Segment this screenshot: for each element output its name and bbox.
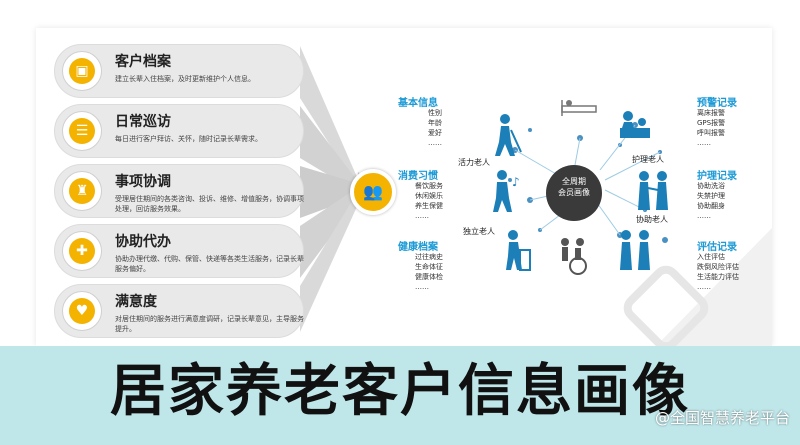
assisted-walking-figure [620,230,650,270]
caregiver-support-figure [638,171,668,210]
list-item: 跌倒风险评估 [697,263,739,271]
nursing-elder-figure [620,111,650,138]
card-description: 协助办理代缴、代购、保管、快递等各类生活服务，记录长辈服务偏好。 [115,255,304,273]
list-item: 呼叫报警 [697,129,725,137]
list-item: 入住评估 [697,253,725,261]
list-item: 失禁护理 [697,192,725,200]
group-items-basic-info: 性别 年龄 爱好 …… [428,108,442,148]
card-customer-profile: ▣ 客户档案 建立长辈入住档案，及时更新维护个人信息。 [54,44,304,98]
patrol-icon: ☰ [69,118,95,144]
label-assist-elder: 协助老人 [636,215,668,224]
bed-icon [561,100,597,116]
label-active-elder: 活力老人 [458,158,490,167]
heart-home-icon: ♥ [69,298,95,324]
list-item: GPS报警 [697,119,726,127]
list-item: 离床报警 [697,109,725,117]
label-independent-elder: 独立老人 [463,227,495,236]
card-title: 事项协调 [115,174,171,190]
list-item: 爱好 [428,129,442,137]
list-item: …… [415,212,429,220]
group-title-basic-info: 基本信息 [398,98,438,109]
card-description: 受理居住期间的各类咨询、投诉、维修、增值服务，协调事项处理，回访服务效果。 [115,195,304,213]
card-description: 建立长辈入住档案，及时更新维护个人信息。 [115,75,255,83]
list-item: 生活能力评估 [697,273,739,281]
decorative-background [623,228,772,346]
center-line-2: 会员画像 [558,188,590,197]
independent-elder-figure: ♪ [493,170,520,212]
list-item: 性别 [428,109,442,117]
group-title-health-record: 健康档案 [398,242,438,253]
list-item: 餐饮服务 [415,182,443,190]
list-item: 休闲娱乐 [415,192,443,200]
list-item: 年龄 [428,119,442,127]
card-errand-assist: ✚ 协助代办 协助办理代缴、代购、保管、快递等各类生活服务，记录长辈服务偏好。 [54,224,304,278]
card-daily-patrol: ☰ 日常巡访 每日进行客户拜访、关怀，随时记录长辈需求。 [54,104,304,158]
group-title-alert-record: 预警记录 [697,98,737,109]
list-item: 健康体检 [415,273,443,281]
walker-elder-figure [506,230,531,271]
group-title-consumption: 消费习惯 [398,171,438,182]
group-items-health-record: 过往病史 生命体征 健康体检 …… [415,252,443,292]
card-coordination: ♜ 事项协调 受理居住期间的各类咨询、投诉、维修、增值服务，协调事项处理，回访服… [54,164,304,218]
list-item: 养生保健 [415,202,443,210]
card-title: 日常巡访 [115,114,171,130]
profile-icon: ▣ [69,58,95,84]
wheelchair-figure [561,238,587,275]
watermark: @全国智慧养老平台 [654,409,790,427]
list-item: …… [697,139,711,147]
group-items-alert-record: 离床报警 GPS报警 呼叫报警 …… [697,108,725,148]
center-member-portrait: 全周期 会员画像 [546,165,602,221]
list-item: …… [428,139,442,147]
title-band [0,346,800,445]
card-title: 客户档案 [115,54,171,70]
group-items-care-record: 协助洗浴 失禁护理 协助翻身 …… [697,181,725,221]
list-item: …… [415,283,429,291]
list-item: …… [697,212,711,220]
card-description: 每日进行客户拜访、关怀，随时记录长辈需求。 [115,135,262,143]
list-item: 协助洗浴 [697,182,725,190]
list-item: …… [697,283,711,291]
list-item: 协助翻身 [697,202,725,210]
group-items-assessment-record: 入住评估 跌倒风险评估 生活能力评估 …… [697,252,739,292]
card-description: 对居住期间的服务进行满意度调研，记录长辈意见，主导服务提升。 [115,315,304,333]
group-title-assessment-record: 评估记录 [697,242,737,253]
list-item: 过往病史 [415,253,443,261]
label-nursing-elder: 护理老人 [632,155,664,164]
cart-icon: ✚ [69,238,95,264]
svg-text:♪: ♪ [512,175,520,189]
banner-title: 居家养老客户信息画像 [110,359,690,424]
card-satisfaction: ♥ 满意度 对居住期间的服务进行满意度调研，记录长辈意见，主导服务提升。 [54,284,304,338]
card-title: 满意度 [115,294,157,310]
list-item: 生命体征 [415,263,443,271]
group-items-consumption: 餐饮服务 休闲娱乐 养生保健 …… [415,181,443,221]
card-title: 协助代办 [115,234,171,250]
coordination-icon: ♜ [69,178,95,204]
group-title-care-record: 护理记录 [697,171,737,182]
active-elder-figure [495,114,522,156]
center-line-1: 全周期 [562,177,586,186]
users-icon: 👥 [350,169,396,215]
